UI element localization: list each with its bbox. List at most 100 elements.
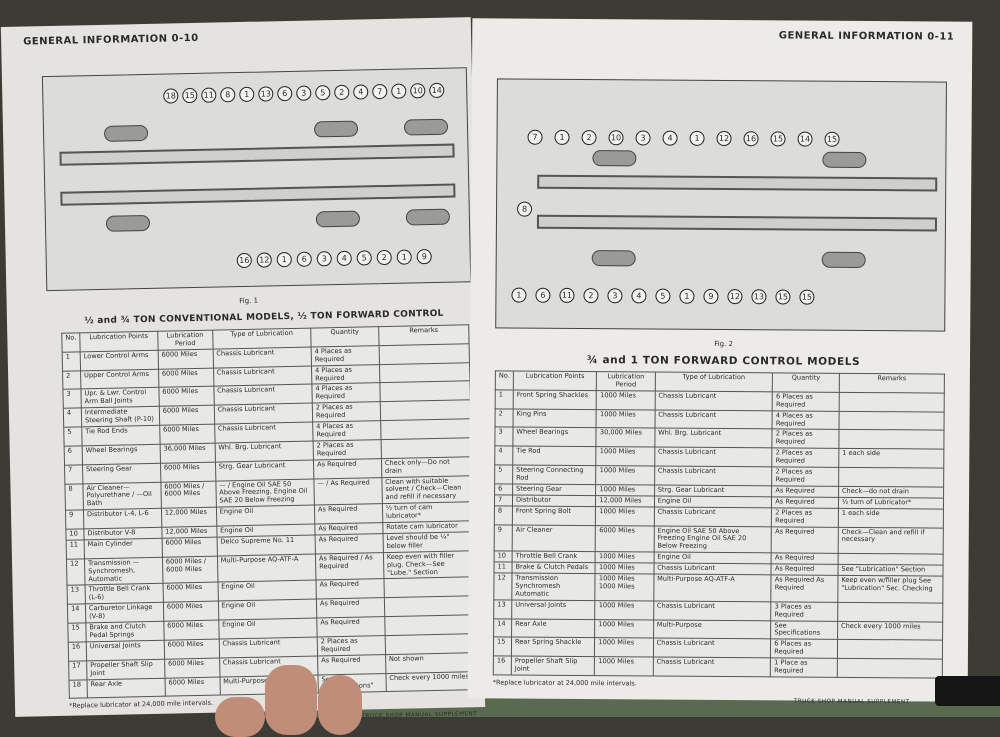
table-cell: Engine Oil [653, 552, 772, 564]
table-cell: 15 [493, 637, 512, 657]
table-cell: 2 Places as Required [312, 401, 381, 423]
callout-1: 1 [689, 130, 705, 146]
table-cell [378, 343, 470, 365]
table-cell: Level should be ¼" below filler [382, 531, 474, 553]
table-cell: 1000 Miles [594, 619, 654, 639]
table-cell: 12,000 Miles [595, 495, 655, 507]
callout-5: 5 [655, 288, 671, 304]
table-cell: 17 [68, 660, 87, 680]
table-cell: Whl. Brg. Lubricant [214, 440, 314, 462]
table-cell [837, 639, 943, 660]
callout-14: 14 [429, 82, 445, 99]
table-cell [837, 602, 943, 622]
table-cell: Universal Joints [511, 599, 596, 620]
table-cell: Universal Joints [86, 640, 165, 661]
table-cell: As Required [316, 597, 385, 619]
table-cell: 12 [493, 572, 512, 600]
callout-10: 10 [410, 83, 426, 99]
table-cell: Upr. & Lwr. Control Arm Ball Joints [80, 387, 160, 409]
callout-12: 12 [727, 289, 743, 305]
table-cell: 1000 Miles [594, 638, 654, 658]
table-cell: 6 Places as Required [772, 391, 840, 411]
table-cell: Transmission Synchromesh Automatic [511, 573, 596, 601]
callout-12: 12 [716, 130, 732, 147]
table-cell: 9 [494, 524, 513, 552]
frame-rail [60, 183, 456, 206]
table-cell: Throttle Bell Crank (L-6) [84, 583, 164, 605]
callout-1: 1 [396, 249, 412, 265]
table-cell: 6000 Miles [164, 657, 220, 678]
table-cell: Multi-Purpose AQ-ATF-A [217, 553, 316, 583]
table-cell: Check every 1000 miles [385, 671, 477, 692]
table-cell: 13 [67, 585, 86, 605]
column-header: Lubrication Points [513, 371, 597, 391]
callout-11: 11 [201, 87, 217, 103]
table-cell: Engine Oil [217, 580, 317, 602]
callout-11: 11 [559, 287, 575, 303]
callout-16: 16 [743, 131, 759, 147]
callout-15: 15 [182, 87, 198, 104]
table-cell [380, 437, 472, 459]
table-cell: 10 [494, 551, 513, 563]
table-cell: Steering Gear [512, 483, 597, 496]
callout-2: 2 [581, 130, 597, 146]
table-cell: 18 [69, 679, 88, 699]
table-cell: Chassis Lubricant [213, 384, 313, 406]
table-cell: 6000 Miles / 6000 Miles [162, 555, 218, 584]
table-cell: Clean with suitable solvent / Check—Clea… [381, 475, 473, 504]
finger [265, 665, 317, 735]
table-cell: As Required / As Required [315, 552, 384, 581]
table-cell: 1000 Miles [594, 656, 654, 677]
table-cell: Strg. Gear Lubricant [654, 484, 772, 497]
table-cell: 1000 Miles [596, 446, 655, 467]
table-cell: Check every 1000 miles [837, 620, 943, 641]
page-header: GENERAL INFORMATION 0-11 [778, 30, 955, 43]
table-cell: Engine Oil SAE 50 Above Freezing Engine … [653, 525, 772, 554]
table-cell: 14 [67, 604, 86, 624]
table-cell: Tie Rod [512, 446, 597, 466]
table-cell: 6000 Miles [157, 348, 214, 369]
table-cell [384, 614, 476, 636]
table-cell: 6000 Miles [159, 424, 215, 445]
callout-4: 4 [662, 130, 678, 146]
callout-8: 8 [220, 87, 236, 103]
callout-1: 1 [511, 287, 527, 303]
table-cell: Wheel Bearings [512, 427, 597, 447]
table-cell: 6000 Miles [164, 676, 221, 697]
table-cell: ½ turn of cam lubricator* [382, 501, 473, 523]
table-cell: Tie Rod Ends [81, 425, 160, 446]
table-cell: Transmission — Synchromesh, Automatic [84, 556, 163, 586]
table-cell: 6000 Miles [160, 461, 216, 482]
table-cell: Main Cylinder [84, 538, 163, 559]
column-header: Lubrication Period [596, 371, 656, 391]
table-cell [384, 595, 475, 617]
table-cell: Check—Clean and refill if necessary [838, 526, 944, 555]
table-cell: 14 [493, 618, 512, 638]
column-header: Lubrication Points [79, 331, 158, 352]
table-cell: 4 Places as Required [311, 383, 381, 404]
callout-16: 16 [236, 252, 252, 269]
table-cell [379, 362, 470, 384]
table-cell: Delco Supreme No. 11 [216, 534, 316, 556]
finger [215, 697, 265, 737]
table-cell: 1 [495, 389, 514, 409]
table-cell: 1 Place as Required [770, 658, 838, 678]
table-cell: 1 each side [838, 508, 944, 528]
table-cell: Chassis Lubricant [653, 638, 771, 659]
callout-2: 2 [376, 249, 392, 266]
table-cell: As Required [315, 533, 384, 554]
table-cell: Rear Axle [86, 677, 166, 699]
table-cell: 1000 Miles 1000 Miles [595, 573, 654, 601]
table-cell: As Required As Required [771, 574, 838, 603]
table-cell: Chassis Lubricant [212, 346, 312, 368]
footnote: *Replace lubricator at 24,000 mile inter… [492, 678, 637, 688]
callout-13: 13 [751, 289, 767, 305]
table-cell: As Required [313, 458, 382, 479]
table-cell [383, 577, 475, 598]
table-cell: 2 Places as Required [772, 448, 839, 468]
table-cell: 36,000 Miles [159, 442, 216, 463]
table-cell: Chassis Lubricant [654, 447, 773, 467]
